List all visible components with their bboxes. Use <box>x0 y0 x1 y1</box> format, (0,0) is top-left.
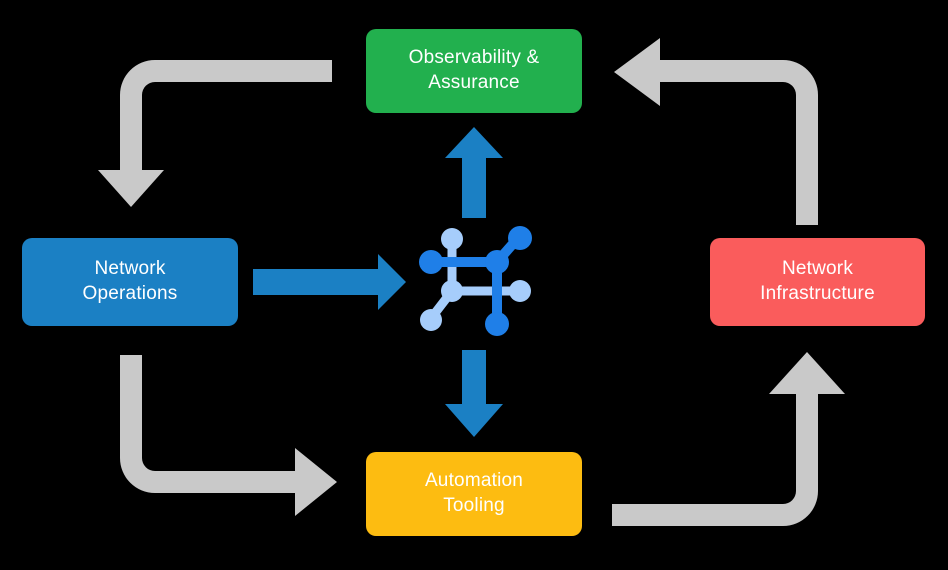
arrow-automation-to-netinfra-head <box>769 352 845 394</box>
node-automation-tooling[interactable]: Automation Tooling <box>366 452 582 536</box>
icon-node-top-left <box>441 228 463 250</box>
arrow-center-to-automation <box>445 350 503 437</box>
arrow-observability-to-netops <box>98 60 332 207</box>
node-network-operations[interactable]: Network Operations <box>22 238 238 326</box>
arrow-netinfra-to-observability <box>614 38 818 225</box>
icon-link-bottom-diagonal <box>427 286 457 322</box>
arrow-automation-to-netinfra <box>612 388 818 526</box>
node-network-operations-label: Network Operations <box>82 258 178 304</box>
node-observability-assurance[interactable]: Observability & Assurance <box>366 29 582 113</box>
icon-node-bottom-left <box>420 309 442 331</box>
node-observability-assurance-label: Observability & Assurance <box>408 47 540 93</box>
icon-node-mid-right <box>509 280 531 302</box>
arrow-center-to-observability <box>445 127 503 218</box>
icon-node-center-left <box>441 280 463 302</box>
node-network-infrastructure-label: Network Infrastructure <box>760 258 875 304</box>
node-automation-tooling-label: Automation Tooling <box>424 470 524 516</box>
arrow-netops-to-automation <box>120 355 337 516</box>
icon-node-left <box>419 250 443 274</box>
arrow-netops-to-center <box>253 254 406 310</box>
icon-node-bottom <box>485 312 509 336</box>
icon-node-top-right <box>508 226 532 250</box>
icon-link-top-right-diagonal <box>492 233 523 267</box>
icon-node-hub <box>485 250 509 274</box>
node-network-infrastructure[interactable]: Network Infrastructure <box>710 238 925 326</box>
